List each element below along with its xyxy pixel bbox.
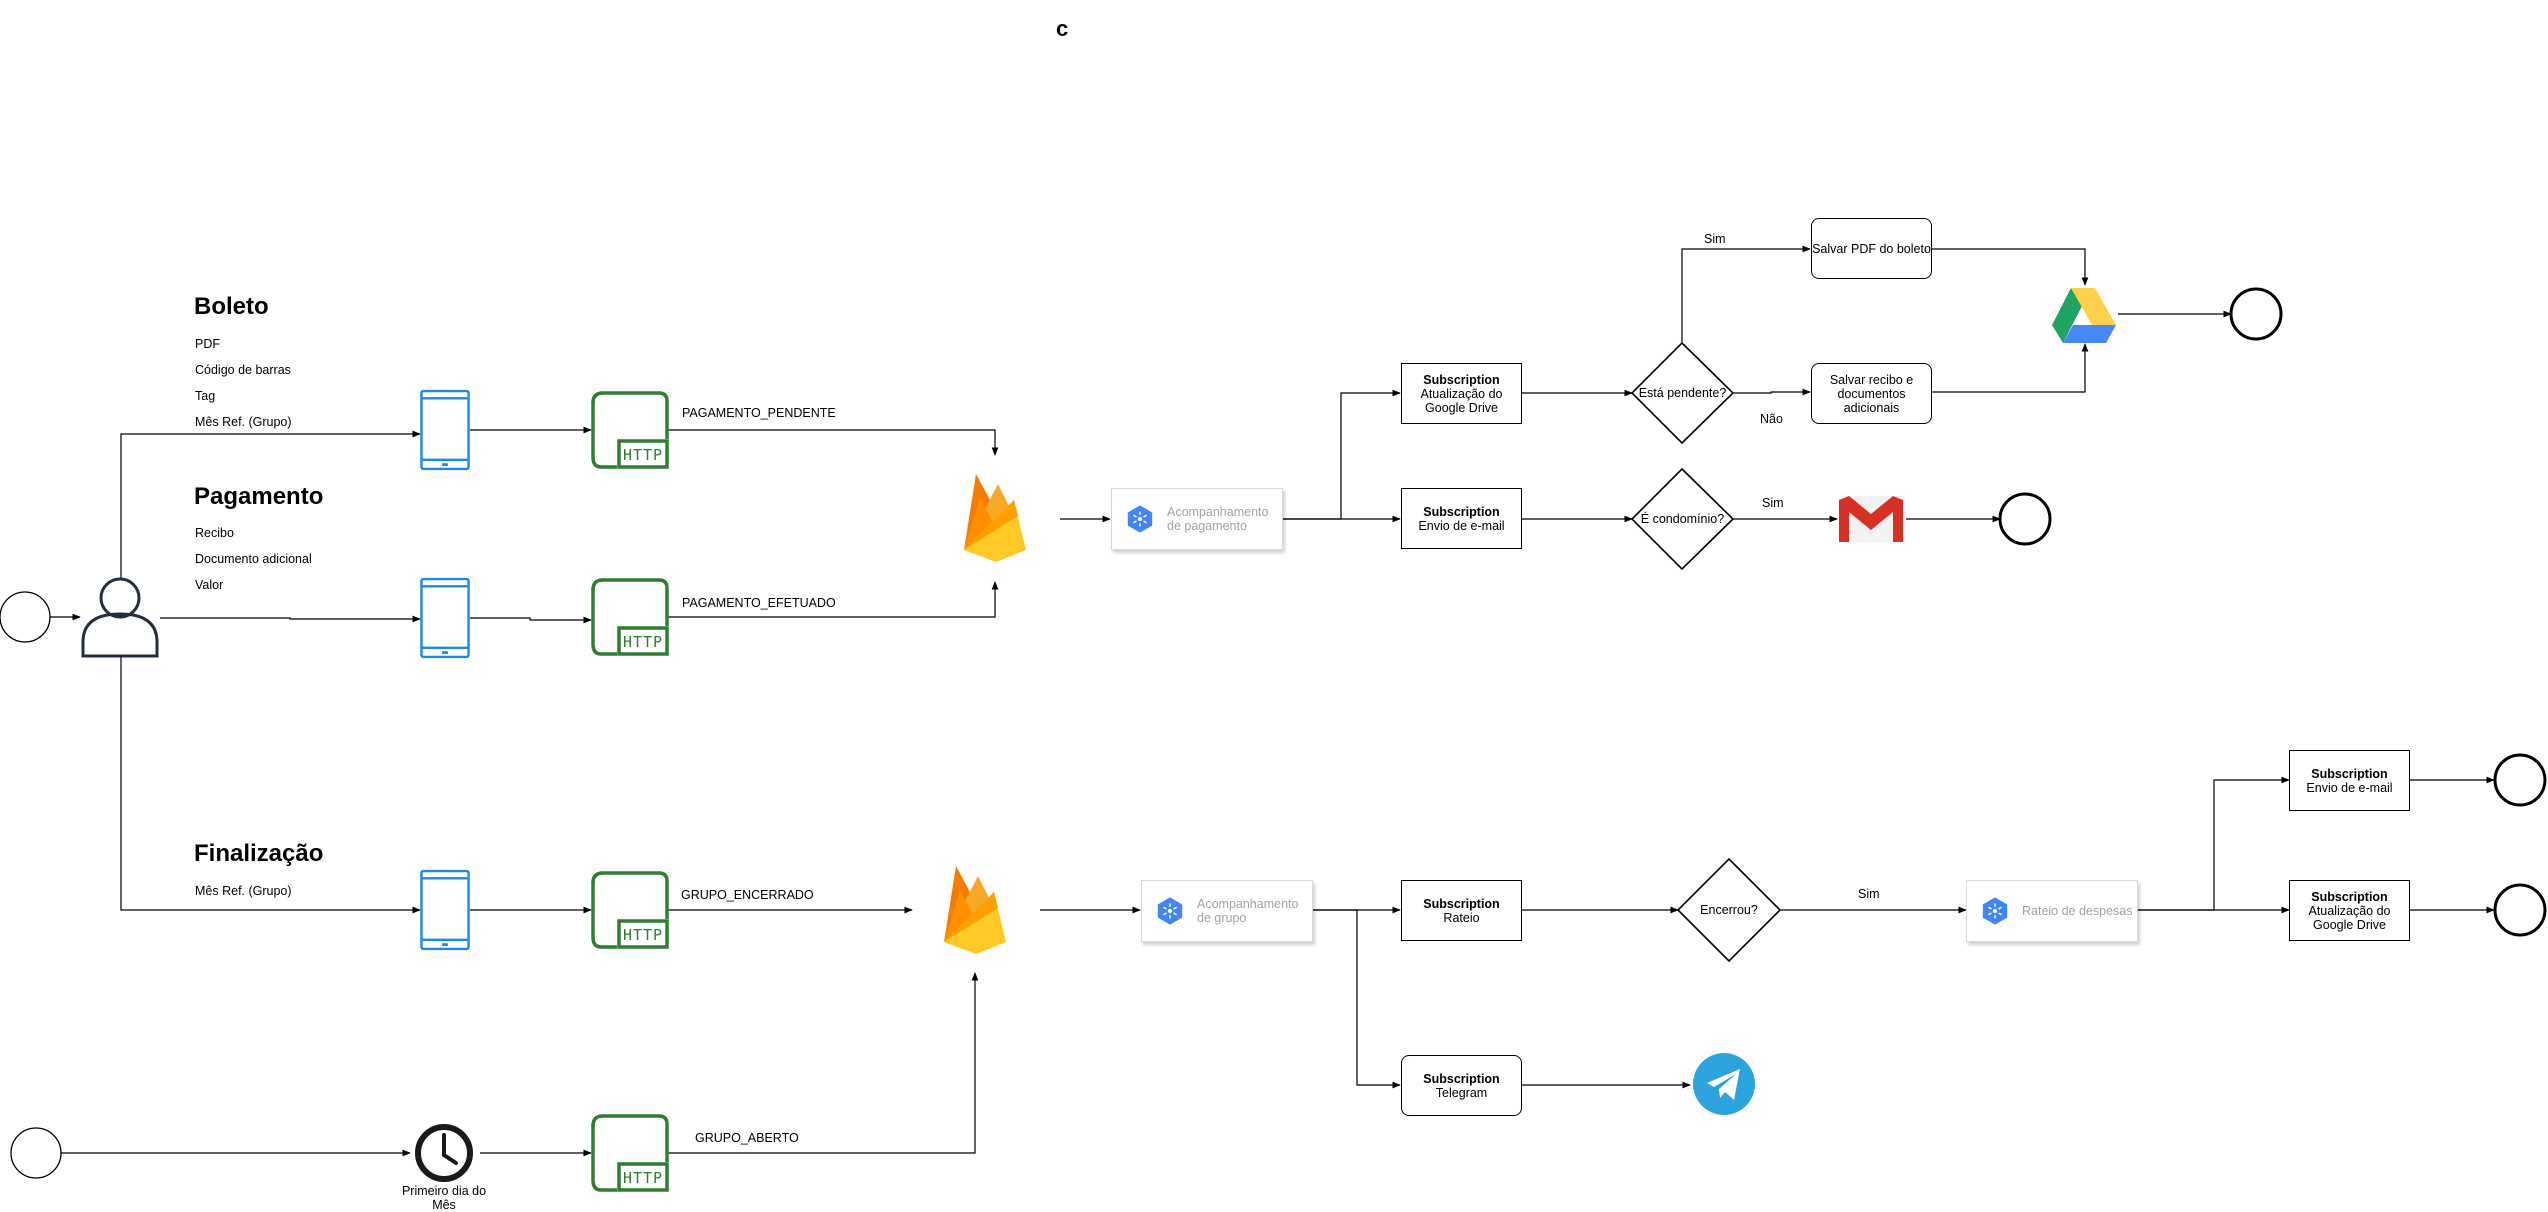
decision-pendente	[1630, 341, 1735, 445]
end-event	[1998, 492, 2052, 546]
subscription-title: Subscription	[1423, 504, 1500, 519]
boleto-item: PDF	[195, 337, 220, 351]
cloud-function-icon	[1157, 896, 1183, 926]
event-label: GRUPO_ABERTO	[695, 1131, 799, 1145]
subscription-drive[interactable]: Subscription Atualização do Google Drive	[1401, 363, 1522, 424]
cloud-function-icon	[1982, 896, 2008, 926]
gmail-icon	[1839, 496, 1903, 542]
subscription-label: Envio de e-mail	[2306, 780, 2393, 795]
subscription-telegram[interactable]: Subscription Telegram	[1401, 1055, 1522, 1116]
task-label: Salvar PDF do boleto	[1812, 241, 1931, 256]
cloud-function-label: Acompanhamento de pagamento	[1167, 505, 1269, 533]
boleto-item: Mês Ref. (Grupo)	[195, 415, 292, 429]
heading-boleto: Boleto	[194, 293, 269, 320]
task-label: Salvar recibo e documentos adicionais	[1829, 372, 1914, 415]
http-endpoint-icon	[591, 871, 669, 949]
subscription-title: Subscription	[2311, 889, 2388, 904]
pagamento-item: Recibo	[195, 526, 234, 540]
task-salvar-recibo[interactable]: Salvar recibo e documentos adicionais	[1811, 363, 1932, 424]
decision-label: É condomínio?	[1640, 512, 1725, 526]
subscription-title: Subscription	[1423, 372, 1500, 387]
start-event	[10, 1127, 62, 1179]
clock-label: Primeiro dia do Mês	[401, 1184, 487, 1212]
boleto-item: Tag	[195, 389, 216, 403]
heading-pagamento: Pagamento	[194, 483, 324, 510]
firebase-icon	[964, 474, 1026, 562]
cloud-function-icon	[1127, 504, 1153, 534]
decision-label: Encerrou?	[1700, 903, 1758, 917]
subscription-email[interactable]: Subscription Envio de e-mail	[2289, 750, 2410, 811]
subscription-title: Subscription	[2311, 766, 2388, 781]
subscription-label: Atualização do Google Drive	[1420, 386, 1503, 415]
subscription-label: Envio de e-mail	[1418, 518, 1505, 533]
pagamento-item: Valor	[195, 578, 224, 592]
firebase-icon	[944, 866, 1006, 954]
finalizacao-item: Mês Ref. (Grupo)	[195, 884, 292, 898]
edge-label-sim: Sim	[1704, 232, 1726, 246]
http-endpoint-icon	[591, 391, 669, 469]
http-endpoint-icon	[591, 578, 669, 656]
subscription-title: Subscription	[1423, 1071, 1500, 1086]
cloud-function-acompanhamento-pagamento[interactable]: Acompanhamento de pagamento	[1111, 488, 1283, 550]
subscription-label: Rateio	[1443, 910, 1480, 925]
boleto-item: Código de barras	[195, 363, 291, 377]
cloud-function-label: Rateio de despesas	[2022, 904, 2133, 918]
event-label: PAGAMENTO_PENDENTE	[682, 406, 836, 420]
mobile-phone-icon	[420, 577, 470, 659]
cloud-function-rateio-despesas[interactable]: Rateio de despesas	[1966, 880, 2138, 942]
end-event	[2229, 287, 2283, 341]
subscription-drive[interactable]: Subscription Atualização do Google Drive	[2289, 880, 2410, 941]
mobile-phone-icon	[420, 389, 470, 471]
decision-label: Está pendente?	[1638, 386, 1727, 400]
telegram-icon	[1693, 1053, 1755, 1115]
pagamento-item: Documento adicional	[195, 552, 312, 566]
task-salvar-pdf[interactable]: Salvar PDF do boleto	[1811, 218, 1932, 279]
edge-label-sim: Sim	[1762, 496, 1784, 510]
edges	[50, 245, 2495, 1157]
event-label: PAGAMENTO_EFETUADO	[682, 596, 836, 610]
user-icon	[81, 577, 159, 658]
end-event	[2493, 753, 2547, 807]
cloud-function-label: Acompanhamento de grupo	[1197, 897, 1299, 925]
subscription-title: Subscription	[1423, 896, 1500, 911]
subscription-rateio[interactable]: Subscription Rateio	[1401, 880, 1522, 941]
http-endpoint-icon	[591, 1114, 669, 1192]
decision-condominio	[1630, 467, 1735, 571]
start-event	[0, 591, 51, 643]
subscription-email[interactable]: Subscription Envio de e-mail	[1401, 488, 1522, 549]
subscription-label: Atualização do Google Drive	[2308, 903, 2391, 932]
cloud-function-acompanhamento-grupo[interactable]: Acompanhamento de grupo	[1141, 880, 1313, 942]
google-drive-icon	[2052, 288, 2116, 343]
mobile-phone-icon	[420, 869, 470, 951]
decision-encerrou	[1676, 857, 1782, 963]
event-label: GRUPO_ENCERRADO	[681, 888, 814, 902]
heading-finalizacao: Finalização	[194, 840, 324, 867]
subscription-label: Telegram	[1435, 1085, 1488, 1100]
canvas-letter: c	[1056, 16, 1069, 41]
edge-label-sim: Sim	[1858, 887, 1880, 901]
clock-icon	[415, 1124, 473, 1182]
edge-label-nao: Não	[1760, 412, 1783, 426]
end-event	[2493, 883, 2547, 937]
